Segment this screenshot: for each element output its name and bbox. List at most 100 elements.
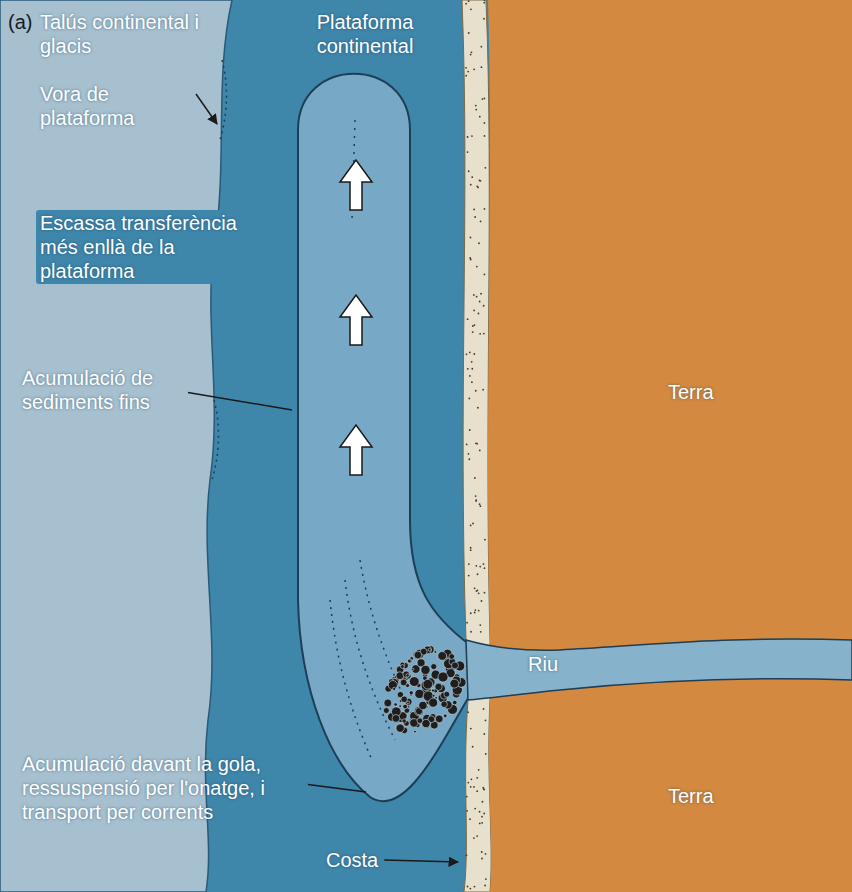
sand-dot — [473, 786, 475, 788]
sand-dot — [474, 324, 476, 326]
sand-dot — [467, 71, 469, 73]
sediment-particle — [452, 700, 457, 705]
sand-dot — [483, 2, 485, 4]
sediment-particle — [443, 714, 447, 718]
sand-dot — [475, 499, 477, 501]
sand-dot — [478, 242, 480, 244]
region-label: Vora de plataforma — [40, 82, 190, 130]
region-label: Terra — [668, 784, 714, 808]
sand-dot — [482, 389, 484, 391]
sand-dot — [484, 274, 486, 276]
sand-dot — [484, 539, 486, 541]
sand-dot — [469, 429, 471, 431]
sand-dot — [471, 176, 473, 178]
sand-dot — [480, 46, 482, 48]
sediment-particle — [429, 698, 438, 707]
region-label: Riu — [528, 652, 558, 676]
sand-dot — [481, 822, 483, 824]
sand-dot — [479, 333, 481, 335]
plume-streak — [330, 600, 372, 760]
leader-line — [384, 860, 458, 862]
sand-dot — [478, 313, 480, 315]
sand-dot — [468, 575, 470, 577]
sand-dot — [483, 813, 485, 815]
sand-dot — [471, 381, 473, 383]
sand-dot — [468, 458, 470, 460]
sand-dot — [470, 888, 472, 890]
sand-dot — [476, 790, 478, 792]
sediment-particle — [434, 651, 437, 654]
sediment-particle — [438, 672, 448, 682]
sand-dot — [478, 592, 480, 594]
sand-dot — [470, 8, 472, 10]
sand-dot — [466, 622, 468, 624]
sand-dot — [470, 612, 472, 614]
sand-dot — [466, 810, 468, 812]
sand-dot — [469, 375, 471, 377]
sediment-particle — [407, 701, 410, 704]
sediment-particle — [441, 701, 447, 707]
sand-dot — [479, 566, 481, 568]
sand-dot — [483, 563, 485, 565]
region-label: Talús continental i glacis — [40, 10, 230, 58]
sediment-particle — [438, 652, 447, 661]
sand-dot — [475, 500, 477, 502]
sand-dot — [484, 208, 486, 210]
sand-dot — [476, 835, 478, 837]
sand-dot — [472, 523, 474, 525]
sand-dot — [471, 778, 473, 780]
sediment-particle — [400, 665, 404, 669]
shelf-edge-dots — [220, 60, 226, 140]
sediment-particle — [414, 730, 417, 733]
sediment-particle — [428, 648, 431, 651]
sediment-particle — [409, 677, 419, 687]
sediment-particle — [392, 714, 400, 722]
leader-line — [196, 94, 217, 124]
region-label: Escassa transferència més enllà de la pl… — [36, 210, 276, 284]
sand-dot — [473, 310, 475, 312]
sand-dot — [483, 18, 485, 20]
sediment-particle — [406, 674, 409, 677]
sediment-particle — [422, 719, 430, 727]
sand-dot — [474, 612, 476, 614]
sand-dot — [479, 823, 481, 825]
region-label: Terra — [668, 380, 714, 404]
sand-dot — [470, 549, 472, 551]
sand-dot — [479, 503, 481, 505]
sand-dot — [470, 786, 472, 788]
sediment-particle — [423, 679, 433, 689]
sand-dot — [470, 631, 472, 633]
sediment-particle — [435, 715, 443, 723]
sand-dot — [484, 135, 486, 137]
sediment-particle — [408, 659, 413, 664]
sediment-particle — [407, 659, 411, 663]
sand-dot — [474, 587, 476, 589]
sediment-particle — [431, 689, 434, 692]
leader-line — [308, 784, 366, 792]
sand-dot — [468, 453, 470, 455]
sand-dot — [474, 216, 476, 218]
current-arrow — [340, 160, 372, 210]
sand-dot — [480, 221, 482, 223]
sand-dot — [470, 237, 472, 239]
region-label: Acumulació de sediments fins — [22, 366, 182, 414]
sand-dot — [474, 609, 476, 611]
sediment-particle — [396, 672, 404, 680]
sediment-particle — [431, 664, 437, 670]
sand-dot — [476, 777, 478, 779]
current-arrow — [340, 425, 372, 475]
region-label: Costa — [326, 848, 378, 872]
plume-streak — [360, 560, 415, 720]
sediment-particle — [400, 679, 407, 686]
sand-dot — [470, 525, 472, 527]
region-label: (a) — [8, 10, 32, 34]
sediment-particle — [403, 671, 410, 678]
region-label: Acumulació davant la gola, ressuspensió … — [22, 752, 302, 824]
sand-dot — [483, 305, 485, 307]
sediment-particle — [412, 668, 414, 670]
sand-dot — [475, 109, 477, 111]
sand-dot — [467, 886, 469, 888]
sand-dot — [475, 495, 477, 497]
sediment-particle — [444, 691, 450, 697]
